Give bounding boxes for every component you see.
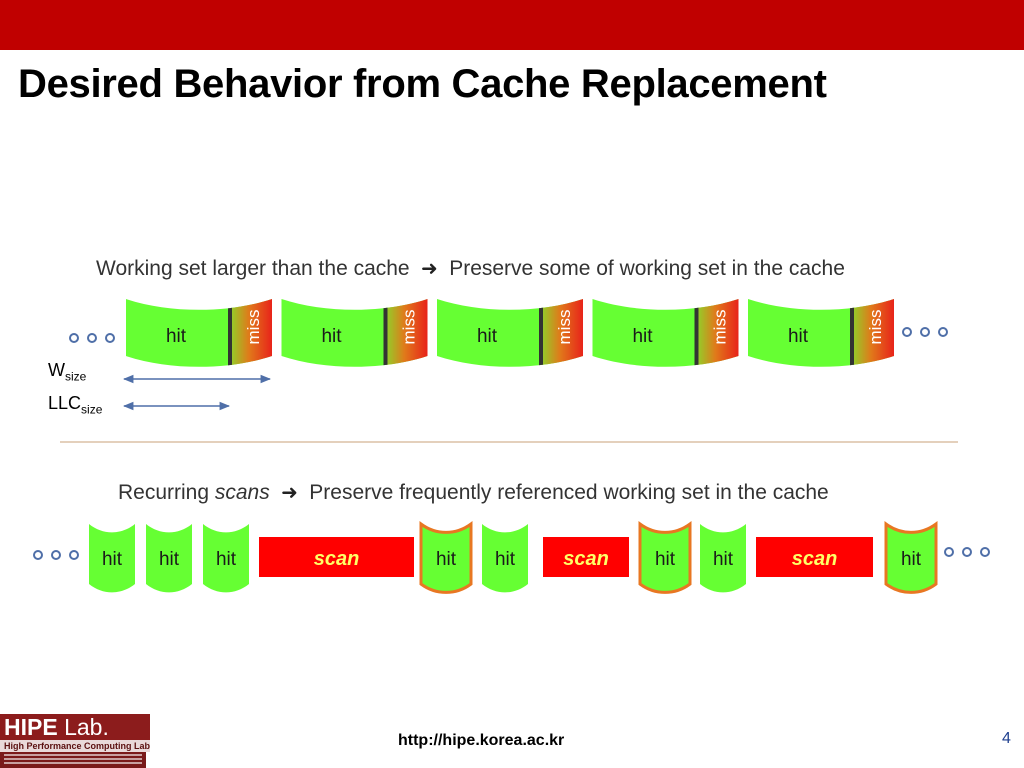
hit-miss-divider <box>694 299 699 367</box>
hit-label: hit <box>321 326 342 347</box>
scan-label: scan <box>563 548 609 570</box>
hit-shape <box>700 524 746 593</box>
hit-label: hit <box>495 549 516 570</box>
section1-caption-before: Working set larger than the cache <box>96 257 410 280</box>
miss-segment <box>852 299 894 367</box>
scan-block: scan <box>756 537 873 577</box>
hit-shape <box>482 524 528 593</box>
section2-caption-italic: scans <box>214 481 270 504</box>
hit-label: hit <box>901 549 922 570</box>
ellipsis-left-row2 <box>33 550 79 560</box>
miss-label: miss <box>711 310 730 345</box>
miss-segment <box>385 299 428 367</box>
preserved-hit-block: hit <box>638 521 692 594</box>
hit-shape <box>146 524 192 593</box>
hit-miss-block: hit miss <box>592 299 739 367</box>
miss-segment <box>696 299 739 367</box>
ellipsis-right-row1 <box>902 327 948 337</box>
scan-rect <box>756 537 873 577</box>
scan-label: scan <box>314 548 360 570</box>
miss-label: miss <box>244 310 263 345</box>
right-arrow-icon: ➜ <box>275 482 304 504</box>
hit-label: hit <box>216 549 237 570</box>
slide-title: Desired Behavior from Cache Replacement <box>18 62 827 106</box>
hit-shape <box>638 521 692 594</box>
miss-label: miss <box>400 310 419 345</box>
miss-label: miss <box>866 310 885 345</box>
miss-label: miss <box>555 310 574 345</box>
preserved-hit-block: hit <box>419 521 473 594</box>
hit-miss-block: hit miss <box>126 299 272 367</box>
scan-block: scan <box>259 537 414 577</box>
right-arrow-icon: ➜ <box>415 258 444 280</box>
ellipsis-right-row2 <box>944 547 990 557</box>
page-number: 4 <box>1002 730 1011 747</box>
hit-label: hit <box>477 326 498 347</box>
hit-miss-divider <box>850 299 854 367</box>
hit-block: hit <box>89 524 135 593</box>
hit-label: hit <box>655 549 676 570</box>
hit-label: hit <box>102 549 123 570</box>
scan-label: scan <box>792 548 838 570</box>
hit-miss-block: hit miss <box>437 299 583 367</box>
hit-label: hit <box>788 326 809 347</box>
scan-block: scan <box>543 537 629 577</box>
hit-shape <box>884 521 938 594</box>
hit-miss-divider <box>383 299 388 367</box>
logo-secondary: Lab. <box>64 714 109 740</box>
title-bar <box>0 0 1024 50</box>
logo-fineprint <box>4 754 142 766</box>
section2-caption: Recurring scans ➜ Preserve frequently re… <box>118 480 829 505</box>
hit-block: hit <box>700 524 746 593</box>
hit-label: hit <box>713 549 734 570</box>
w-size-label: Wsize <box>48 360 86 384</box>
llc-label-main: LLC <box>48 393 82 413</box>
hit-block: hit <box>203 524 249 593</box>
hipe-lab-logo: HIPE Lab. High Performance Computing Lab <box>0 714 150 768</box>
hit-label: hit <box>632 326 653 347</box>
llc-size-label: LLCsize <box>48 393 102 417</box>
miss-segment <box>541 299 583 367</box>
hit-miss-divider <box>228 299 232 367</box>
section2-row: hit hit hit scan hit hit scan hit hit scan hit <box>89 521 938 594</box>
hit-shape <box>419 521 473 594</box>
miss-segment <box>230 299 272 367</box>
hit-block: hit <box>146 524 192 593</box>
logo-main: HIPE <box>4 714 58 740</box>
w-label-sub: size <box>65 369 87 384</box>
logo-subtitle: High Performance Computing Lab <box>0 740 150 752</box>
ellipsis-left-row1 <box>69 333 115 343</box>
llc-label-sub: size <box>81 402 103 417</box>
section1-row: hit miss hit miss hit miss hit miss hit miss <box>126 299 894 367</box>
hit-miss-divider <box>539 299 543 367</box>
preserved-hit-block: hit <box>884 521 938 594</box>
hit-shape <box>89 524 135 593</box>
w-label-main: W <box>48 360 65 380</box>
section2-caption-before: Recurring <box>118 481 215 504</box>
logo-title: HIPE Lab. <box>0 714 150 740</box>
hit-block: hit <box>482 524 528 593</box>
scan-rect <box>543 537 629 577</box>
hit-miss-block: hit miss <box>748 299 894 367</box>
hit-label: hit <box>166 326 187 347</box>
hit-label: hit <box>159 549 180 570</box>
scan-rect <box>259 537 414 577</box>
hit-shape <box>203 524 249 593</box>
section2-caption-after: Preserve frequently referenced working s… <box>309 481 829 504</box>
section1-caption: Working set larger than the cache ➜ Pres… <box>96 256 845 281</box>
hit-label: hit <box>436 549 457 570</box>
footer-url[interactable]: http://hipe.korea.ac.kr <box>398 732 565 749</box>
section1-caption-after: Preserve some of working set in the cach… <box>449 257 845 280</box>
hit-miss-block: hit miss <box>281 299 428 367</box>
